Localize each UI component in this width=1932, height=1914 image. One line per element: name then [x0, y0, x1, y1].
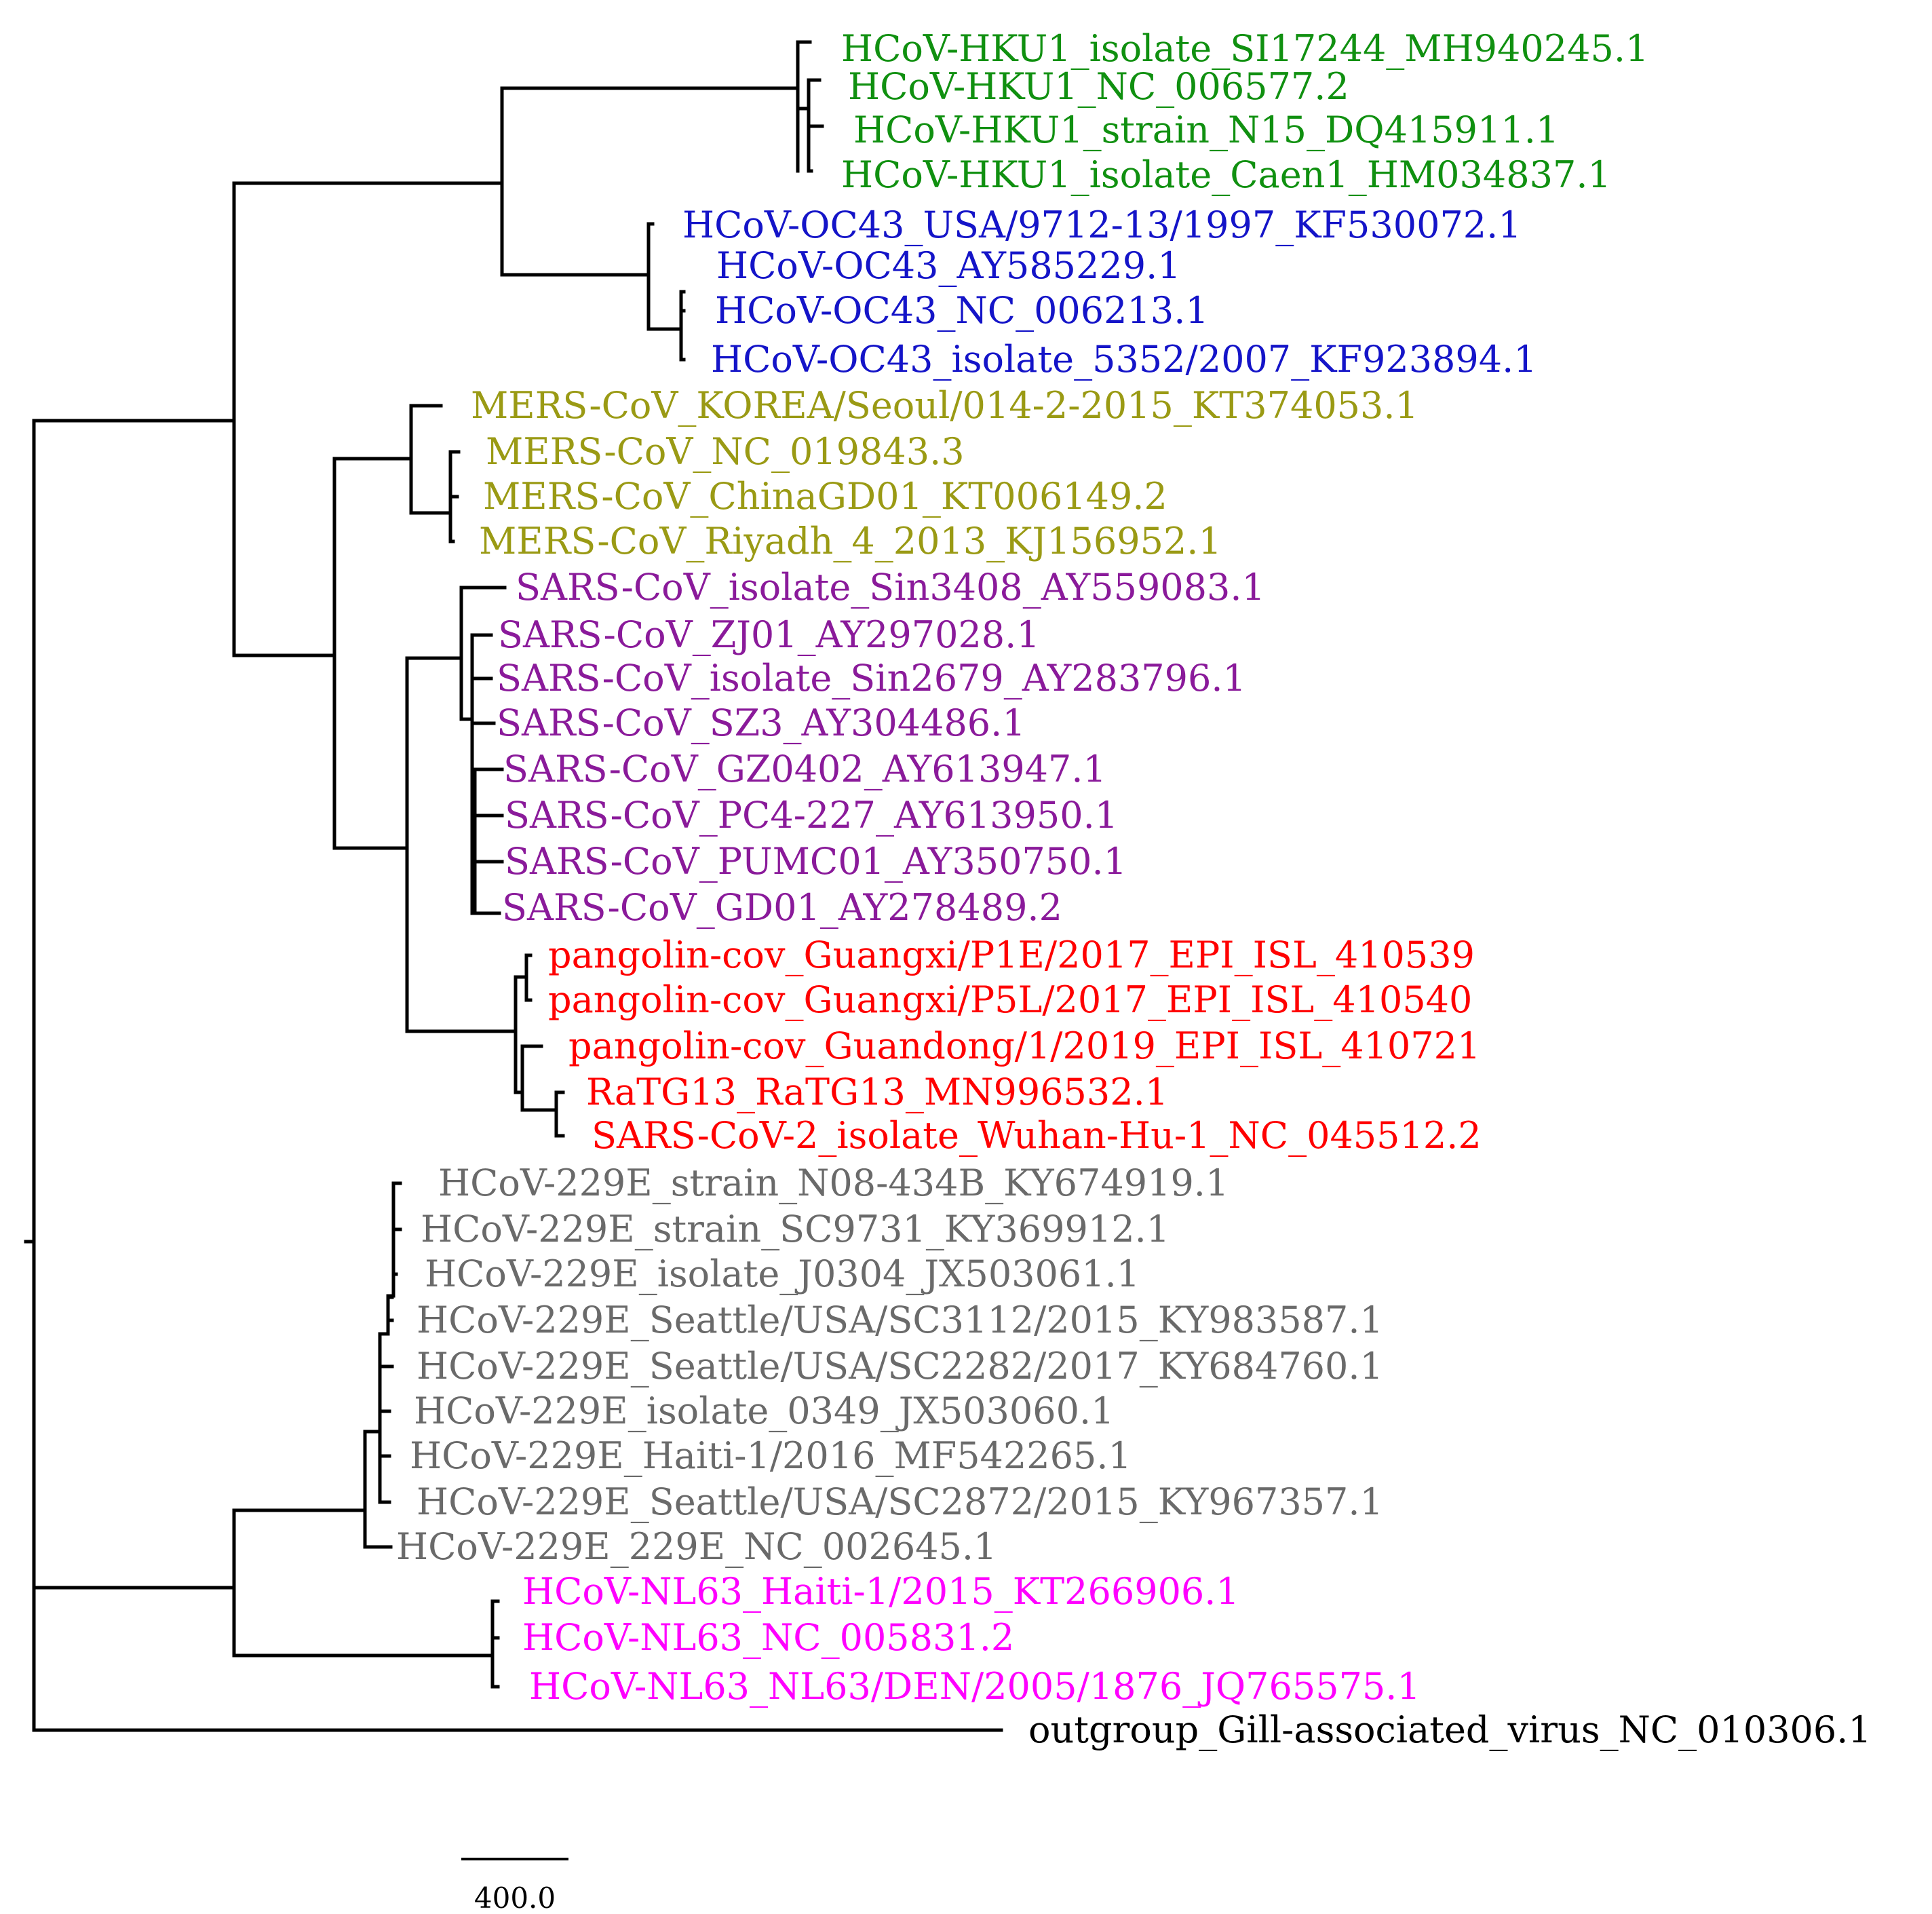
- taxon-label: HCoV-OC43_NC_006213.1: [715, 289, 1209, 332]
- taxon-label: SARS-CoV_SZ3_AY304486.1: [497, 702, 1026, 744]
- taxon-label: pangolin-cov_Guangxi/P5L/2017_EPI_ISL_41…: [548, 978, 1472, 1021]
- taxon-label: HCoV-229E_Haiti-1/2016_MF542265.1: [410, 1434, 1132, 1477]
- taxon-label: SARS-CoV_ZJ01_AY297028.1: [498, 613, 1040, 656]
- scale-bar: 400.0: [461, 1858, 568, 1914]
- taxon-label: HCoV-HKU1_strain_N15_DQ415911.1: [853, 109, 1559, 151]
- taxon-label: RaTG13_RaTG13_MN996532.1: [586, 1071, 1168, 1113]
- taxon-label: HCoV-229E_isolate_J0304_JX503061.1: [425, 1252, 1140, 1295]
- taxon-label: SARS-CoV_PC4-227_AY613950.1: [505, 794, 1118, 837]
- taxon-label: MERS-CoV_NC_019843.3: [486, 430, 965, 473]
- taxon-label: HCoV-229E_isolate_0349_JX503060.1: [414, 1390, 1115, 1432]
- taxon-label: SARS-CoV_isolate_Sin2679_AY283796.1: [497, 657, 1246, 700]
- taxon-labels: HCoV-HKU1_isolate_SI17244_MH940245.1HCoV…: [396, 27, 1872, 1751]
- taxon-label: HCoV-229E_strain_SC9731_KY369912.1: [421, 1208, 1170, 1250]
- taxon-label: HCoV-NL63_Haiti-1/2015_KT266906.1: [522, 1570, 1239, 1613]
- taxon-label: HCoV-229E_229E_NC_002645.1: [396, 1525, 997, 1568]
- taxon-label: HCoV-NL63_NL63/DEN/2005/1876_JQ765575.1: [529, 1665, 1421, 1708]
- taxon-label: HCoV-HKU1_isolate_Caen1_HM034837.1: [841, 153, 1611, 196]
- taxon-label: HCoV-OC43_AY585229.1: [716, 244, 1181, 287]
- scale-bar-label: 400.0: [474, 1881, 556, 1914]
- taxon-label: MERS-CoV_Riyadh_4_2013_KJ156952.1: [479, 520, 1222, 562]
- taxon-label: HCoV-229E_Seattle/USA/SC2282/2017_KY6847…: [417, 1345, 1383, 1387]
- taxon-label: HCoV-OC43_USA/9712-13/1997_KF530072.1: [682, 204, 1522, 246]
- taxon-label: outgroup_Gill-associated_virus_NC_010306…: [1028, 1708, 1872, 1751]
- taxon-label: HCoV-229E_strain_N08-434B_KY674919.1: [438, 1162, 1229, 1204]
- taxon-label: HCoV-NL63_NC_005831.2: [522, 1616, 1014, 1659]
- tree-branches: [24, 40, 1003, 1732]
- taxon-label: pangolin-cov_Guangxi/P1E/2017_EPI_ISL_41…: [548, 934, 1475, 976]
- taxon-label: MERS-CoV_KOREA/Seoul/014-2-2015_KT374053…: [471, 384, 1418, 427]
- taxon-label: SARS-CoV_GZ0402_AY613947.1: [503, 748, 1106, 790]
- taxon-label: HCoV-229E_Seattle/USA/SC2872/2015_KY9673…: [417, 1480, 1383, 1523]
- taxon-label: HCoV-HKU1_isolate_SI17244_MH940245.1: [841, 27, 1648, 70]
- taxon-label: SARS-CoV-2_isolate_Wuhan-Hu-1_NC_045512.…: [592, 1114, 1482, 1157]
- taxon-label: SARS-CoV_PUMC01_AY350750.1: [505, 840, 1127, 883]
- taxon-label: HCoV-OC43_isolate_5352/2007_KF923894.1: [711, 338, 1537, 381]
- taxon-label: SARS-CoV_GD01_AY278489.2: [502, 886, 1062, 929]
- taxon-label: HCoV-229E_Seattle/USA/SC3112/2015_KY9835…: [417, 1299, 1383, 1341]
- taxon-label: SARS-CoV_isolate_Sin3408_AY559083.1: [516, 566, 1265, 609]
- taxon-label: pangolin-cov_Guandong/1/2019_EPI_ISL_410…: [568, 1025, 1480, 1067]
- taxon-label: MERS-CoV_ChinaGD01_KT006149.2: [483, 475, 1167, 518]
- taxon-label: HCoV-HKU1_NC_006577.2: [848, 65, 1349, 108]
